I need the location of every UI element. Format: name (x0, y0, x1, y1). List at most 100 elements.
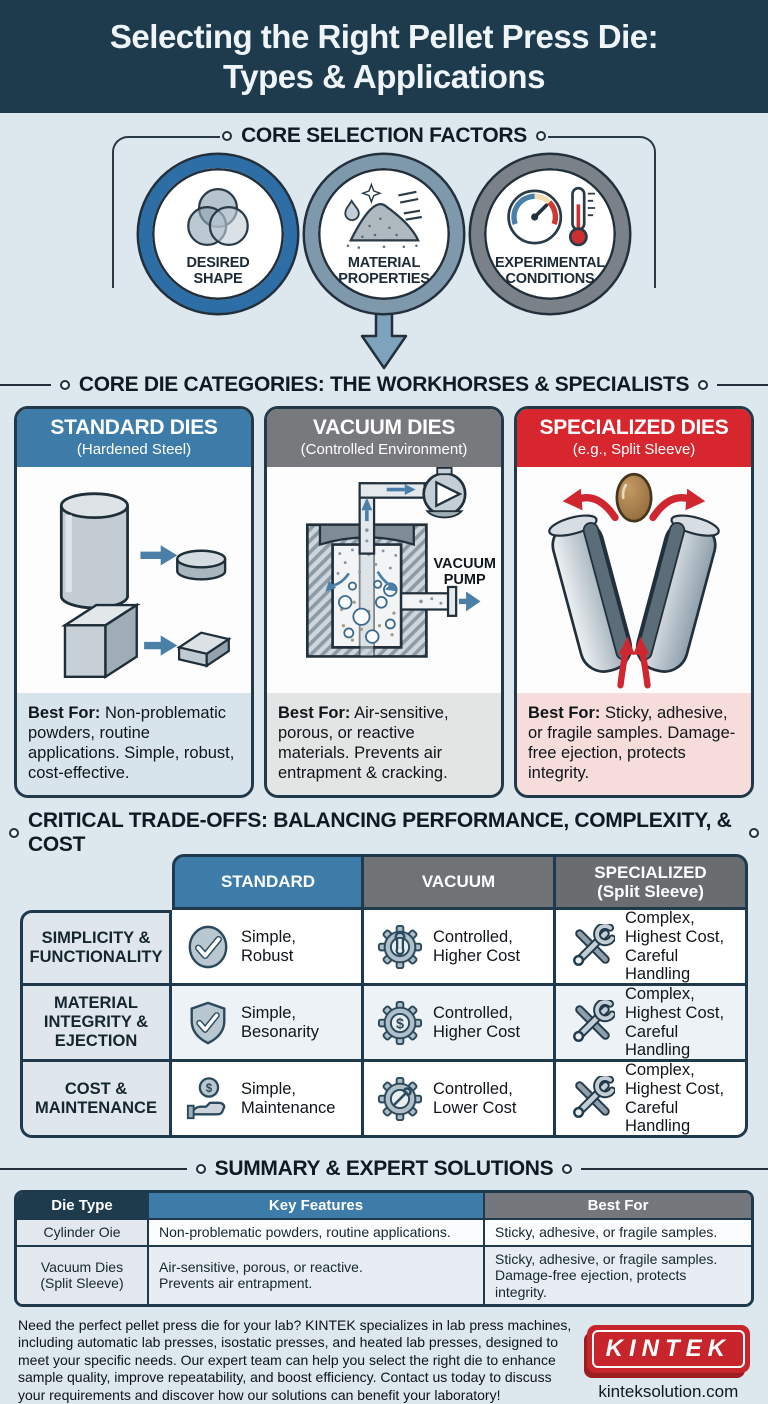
card-vacuum-header: VACUUM DIES (Controlled Environment) (267, 409, 501, 467)
col-header-vacuum: VACUUM (364, 854, 556, 910)
vacuum-chamber-icon (305, 467, 481, 658)
card-subtitle: (e.g., Split Sleeve) (572, 441, 696, 458)
title-dot-icon (562, 1164, 573, 1174)
gauge-thermometer-icon (507, 186, 595, 246)
bestfor-label: Best For: (528, 703, 601, 722)
card-standard-bestfor: Best For: Non-problematic powders, routi… (17, 692, 251, 795)
factor-circles: DESIRED SHAPE MATERIAL PROPERTIES (0, 155, 768, 313)
summary-title-row: SUMMARY & EXPERT SOLUTIONS (0, 1154, 768, 1184)
vacuum-dies-illustration: VACUUM PUMP (267, 467, 501, 693)
card-title: STANDARD DIES (50, 416, 218, 439)
standard-dies-illustration (17, 467, 251, 693)
split-sleeve-icon (548, 472, 720, 689)
gear-dollar-icon: $ (377, 1000, 423, 1046)
card-vacuum-bestfor: Best For: Air-sensitive, porous, or reac… (267, 692, 501, 795)
bestfor-text: Sticky, adhesive, or fragile samples. Da… (528, 703, 736, 782)
factor-label: MATERIAL PROPERTIES (338, 254, 430, 287)
check-oval-icon (188, 925, 228, 968)
factors-title-row: CORE SELECTION FACTORS (0, 124, 768, 148)
crossed-tools-icon (569, 1000, 615, 1046)
brand-block: KINTEK kinteksolution.com (586, 1317, 750, 1402)
factor-material-properties: MATERIAL PROPERTIES (305, 155, 463, 313)
summary-row1-best-for: Sticky, adhesive, or fragile samples. (485, 1220, 751, 1247)
cell-cost-vacuum: Controlled, Lower Cost (364, 1062, 556, 1138)
cell-simplicity-vacuum: Controlled, Higher Cost (364, 910, 556, 986)
col-header-specialized: SPECIALIZED (Split Sleeve) (556, 854, 748, 910)
title-dot-icon (749, 828, 759, 838)
summary-title: SUMMARY & EXPERT SOLUTIONS (214, 1157, 554, 1180)
website-url: kinteksolution.com (598, 1382, 739, 1402)
summary-row2-die-type: Vacuum Dies (Split Sleeve) (17, 1246, 149, 1305)
card-specialized-bestfor: Best For: Sticky, adhesive, or fragile s… (517, 692, 751, 795)
cylinder-cube-pellets-icon (59, 492, 232, 680)
selection-factors-section: CORE SELECTION FACTORS DESIRED SHAPE (0, 113, 768, 370)
down-arrow-icon (360, 311, 408, 370)
svg-text:$: $ (396, 1016, 404, 1032)
divider-line (0, 384, 51, 386)
factors-title: CORE SELECTION FACTORS (241, 124, 527, 147)
kintek-logo-text: KINTEK (591, 1330, 745, 1369)
summary-header-die-type: Die Type (17, 1193, 149, 1220)
kintek-logo: KINTEK (586, 1325, 750, 1374)
col-header-standard: STANDARD (172, 854, 364, 910)
vacuum-pump-label: VACUUM PUMP (433, 556, 496, 588)
bestfor-label: Best For: (28, 703, 101, 722)
bestfor-text: Non-problematic powders, routine applica… (28, 703, 235, 782)
bestfor-label: Best For: (278, 703, 351, 722)
trade-offs-title-row: CRITICAL TRADE-OFFS: BALANCING PERFORMAN… (0, 809, 768, 856)
svg-text:$: $ (206, 1082, 213, 1094)
page-footer: Need the perfect pellet press die for yo… (0, 1307, 768, 1404)
page-title-line2: Types & Applications (223, 57, 545, 95)
summary-row2-best-for: Sticky, adhesive, or fragile samples. Da… (485, 1246, 751, 1305)
table-corner-cell (20, 854, 172, 910)
card-subtitle: (Hardened Steel) (76, 441, 192, 458)
cell-simplicity-specialized: Complex, Highest Cost, Careful Handling (556, 909, 748, 986)
cell-integrity-vacuum: $ Controlled, Higher Cost (364, 986, 556, 1062)
row-label-integrity: MATERIAL INTEGRITY & EJECTION (20, 986, 172, 1062)
footer-text: Need the perfect pellet press die for yo… (18, 1317, 572, 1403)
summary-row1-die-type: Cylinder Oie (17, 1220, 149, 1247)
divider-line (0, 1168, 187, 1170)
card-specialized-dies: SPECIALIZED DIES (e.g., Split Sleeve) (514, 406, 754, 798)
gear-wrench-icon (377, 924, 423, 970)
specialized-dies-illustration (517, 467, 751, 693)
trade-offs-title: CRITICAL TRADE-OFFS: BALANCING PERFORMAN… (28, 809, 732, 856)
die-categories-title-row: CORE DIE CATEGORIES: THE WORKHORSES & SP… (0, 370, 768, 400)
die-categories-title: CORE DIE CATEGORIES: THE WORKHORSES & SP… (78, 373, 690, 396)
title-dot-icon (222, 131, 233, 141)
cell-simplicity-standard: Simple, Robust (172, 910, 364, 986)
row-label-cost: COST & MAINTENANCE (20, 1062, 172, 1138)
venn-circles-icon (187, 187, 249, 246)
title-dot-icon (9, 828, 19, 838)
divider-line (717, 384, 768, 386)
factor-label: EXPERIMENTAL CONDITIONS (494, 254, 606, 287)
summary-header-best-for: Best For (485, 1193, 751, 1220)
die-category-cards: STANDARD DIES (Hardened Steel) (0, 400, 768, 810)
factor-desired-shape: DESIRED SHAPE (139, 155, 297, 313)
row-label-simplicity: SIMPLICITY & FUNCTIONALITY (20, 910, 172, 986)
cell-integrity-standard: Simple, Besonarity (172, 986, 364, 1062)
page-title: Selecting the Right Pellet Press Die: Ty… (109, 17, 659, 96)
powder-pile-icon (344, 182, 422, 249)
coin-hand-icon: $ (186, 1076, 226, 1119)
title-dot-icon (195, 1164, 206, 1174)
title-dot-icon (59, 380, 70, 390)
cell-integrity-specialized: Complex, Highest Cost, Careful Handling (556, 985, 748, 1062)
gear-tool-icon (377, 1076, 423, 1122)
cell-cost-specialized: Complex, Highest Cost, Careful Handling (556, 1061, 748, 1138)
card-subtitle: (Controlled Environment) (300, 441, 468, 458)
crossed-tools-icon (569, 924, 615, 970)
card-vacuum-dies: VACUUM DIES (Controlled Environment) (264, 406, 504, 798)
title-dot-icon (698, 380, 709, 390)
card-specialized-header: SPECIALIZED DIES (e.g., Split Sleeve) (517, 409, 751, 467)
crossed-tools-icon (569, 1076, 615, 1122)
trade-offs-table: STANDARD VACUUM SPECIALIZED (Split Sleev… (20, 854, 748, 1138)
page-header: Selecting the Right Pellet Press Die: Ty… (0, 0, 768, 113)
summary-row1-features: Non-problematic powders, routine applica… (149, 1220, 485, 1247)
factor-experimental-conditions: EXPERIMENTAL CONDITIONS (471, 155, 629, 313)
cell-cost-standard: $ Simple, Maintenance (172, 1062, 364, 1138)
card-standard-header: STANDARD DIES (Hardened Steel) (17, 409, 251, 467)
title-dot-icon (535, 131, 546, 141)
summary-header-key-features: Key Features (149, 1193, 485, 1220)
page-title-line1: Selecting the Right Pellet Press Die: (109, 17, 659, 55)
